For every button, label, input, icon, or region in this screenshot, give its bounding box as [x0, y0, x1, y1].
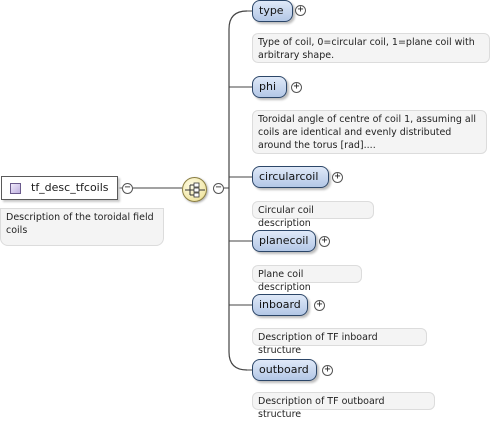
sequence-collapse-toggle[interactable]: −	[213, 183, 224, 194]
type-description: Type of coil, 0=circular coil, 1=plane c…	[252, 33, 490, 63]
child-element-type[interactable]: type	[252, 0, 293, 22]
child-element-circularcoil[interactable]: circularcoil	[252, 166, 329, 188]
inboard-expand-toggle[interactable]: +	[314, 300, 325, 311]
element-icon	[10, 183, 21, 194]
phi-expand-toggle[interactable]: +	[291, 82, 302, 93]
child-element-outboard[interactable]: outboard	[252, 359, 317, 381]
phi-description: Toroidal angle of centre of coil 1, assu…	[252, 110, 487, 154]
inboard-description: Description of TF inboard structure	[252, 328, 427, 356]
root-collapse-toggle[interactable]: −	[122, 183, 133, 194]
sequence-icon	[185, 182, 205, 198]
root-description: Description of the toroidal field coils	[0, 208, 164, 246]
circularcoil-expand-toggle[interactable]: +	[332, 172, 343, 183]
root-element[interactable]: tf_desc_tfcoils	[1, 176, 118, 200]
circularcoil-description: Circular coil description	[252, 201, 374, 229]
child-element-planecoil[interactable]: planecoil	[252, 230, 316, 252]
root-element-label: tf_desc_tfcoils	[31, 181, 109, 194]
sequence-compositor-node[interactable]	[182, 177, 207, 202]
outboard-expand-toggle[interactable]: +	[322, 365, 333, 376]
planecoil-description: Plane coil description	[252, 265, 362, 293]
child-element-inboard[interactable]: inboard	[252, 294, 308, 316]
child-element-phi[interactable]: phi	[252, 76, 287, 98]
type-expand-toggle[interactable]: +	[295, 5, 306, 16]
outboard-description: Description of TF outboard structure	[252, 392, 435, 420]
planecoil-expand-toggle[interactable]: +	[319, 236, 330, 247]
